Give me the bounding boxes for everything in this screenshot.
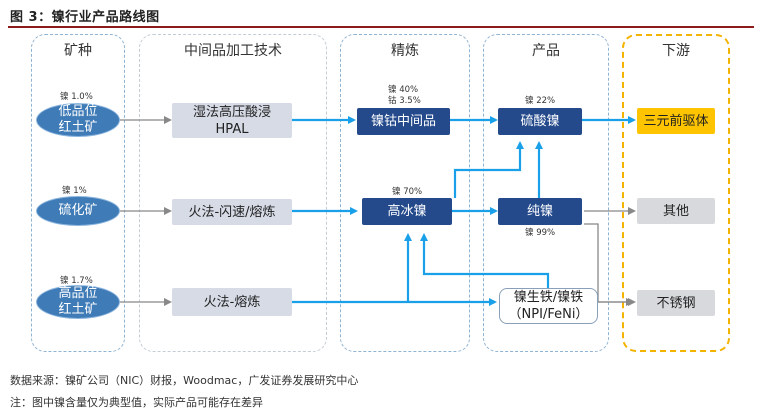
- nico-note-cobalt: 钴 3.5%: [388, 96, 421, 106]
- ore-label-line1: 低品位: [58, 104, 98, 119]
- nico-note-nickel: 镍 40%: [388, 85, 419, 95]
- process-hpal-line2: HPAL: [215, 121, 249, 137]
- ore-grade-sulfide: 镍 1%: [62, 186, 87, 196]
- process-smelting: 火法-熔炼: [172, 288, 292, 316]
- arrow-matte-sulfate: [453, 141, 524, 198]
- ore-label-line1: 高品位: [58, 286, 98, 301]
- process-hpal: 湿法高压酸浸 HPAL: [172, 103, 292, 138]
- ore-grade-high-laterite: 镍 1.7%: [60, 276, 93, 286]
- matte-note: 镍 70%: [392, 187, 423, 197]
- column-heading-downstream: 下游: [662, 43, 690, 59]
- ore-sulfide: 硫化矿: [36, 196, 120, 226]
- refining-nickel-matte: 高冰镍: [362, 198, 452, 225]
- column-panel-refining: [340, 34, 470, 352]
- downstream-other: 其他: [637, 198, 715, 224]
- ore-low-grade-laterite: 低品位 红土矿: [36, 103, 120, 137]
- pure-note: 镍 99%: [525, 228, 556, 238]
- ore-label-line2: 红土矿: [58, 120, 98, 135]
- column-heading-products: 产品: [532, 43, 560, 59]
- column-heading-refining: 精炼: [391, 43, 419, 59]
- refining-nico-intermediate: 镍钴中间品: [357, 108, 450, 135]
- ore-label-line2: 红土矿: [58, 302, 98, 317]
- title-rule: [8, 26, 754, 28]
- ore-label-line1: 硫化矿: [58, 203, 98, 218]
- ore-grade-low-laterite: 镍 1.0%: [60, 92, 93, 102]
- process-flash-smelting: 火法-闪速/熔炼: [172, 199, 292, 225]
- product-npi-line2: （NPI/FeNi）: [508, 307, 589, 322]
- ore-high-grade-laterite: 高品位 红土矿: [36, 285, 120, 319]
- product-nickel-sulfate: 硫酸镍: [498, 108, 582, 135]
- product-npi-feni: 镍生铁/镍铁 （NPI/FeNi）: [499, 288, 598, 324]
- product-pure-nickel: 纯镍: [498, 198, 582, 225]
- product-npi-line1: 镍生铁/镍铁: [513, 290, 584, 305]
- arrow-npi-matte: [420, 233, 550, 288]
- column-heading-intermediate: 中间品加工技术: [184, 43, 282, 59]
- column-heading-ore: 矿种: [64, 43, 92, 59]
- downstream-precursor: 三元前驱体: [637, 108, 715, 134]
- figure-title: 图 3：镍行业产品路线图: [10, 10, 160, 25]
- footer-source: 数据来源：镍矿公司（NIC）财报，Woodmac，广发证券发展研究中心: [10, 374, 359, 387]
- footer-note: 注：图中镍含量仅为典型值，实际产品可能存在差异: [10, 396, 263, 409]
- process-hpal-line1: 湿法高压酸浸: [192, 104, 271, 120]
- downstream-stainless-steel: 不锈钢: [637, 290, 715, 316]
- sulfate-note: 镍 22%: [525, 96, 556, 106]
